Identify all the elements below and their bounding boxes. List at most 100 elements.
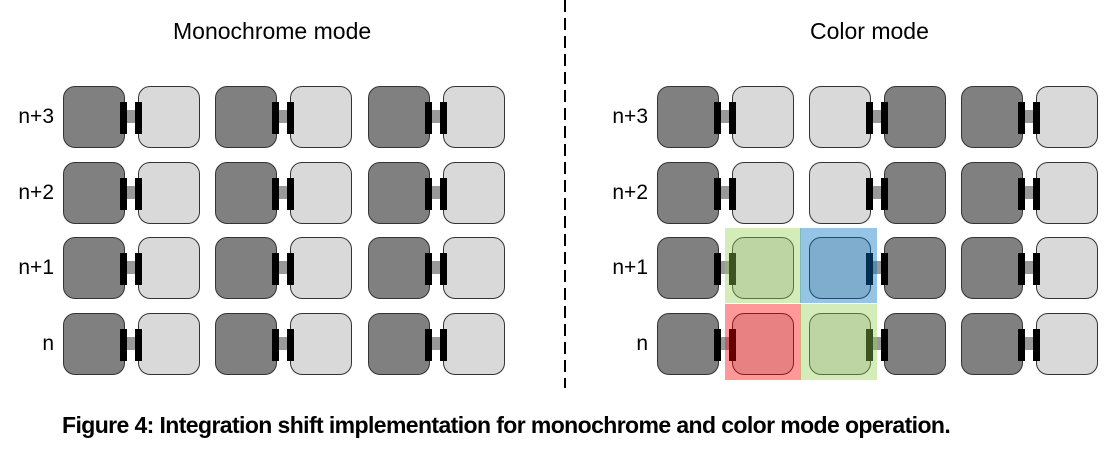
pixel-light	[1036, 162, 1098, 224]
pixel-light	[443, 162, 505, 224]
transfer-gate	[120, 329, 127, 361]
pixel-dark	[215, 313, 277, 375]
pixel-light	[809, 86, 871, 148]
transfer-gate	[440, 178, 447, 210]
transfer-gate	[135, 178, 142, 210]
transfer-gate	[866, 178, 873, 210]
color-filter-red	[725, 304, 801, 380]
pixel-light	[443, 86, 505, 148]
pixel-light	[732, 86, 794, 148]
pixel-dark	[368, 237, 430, 299]
transfer-gate	[729, 329, 736, 361]
color-panel-title: Color mode	[810, 18, 929, 44]
transfer-gate	[729, 102, 736, 134]
transfer-gate	[866, 102, 873, 134]
transfer-gate	[714, 329, 721, 361]
pixel-light	[138, 162, 200, 224]
row-label-mono: n+3	[18, 105, 54, 128]
pixel-dark	[884, 237, 946, 299]
pixel-dark	[657, 86, 719, 148]
transfer-gate	[1033, 102, 1040, 134]
transfer-gate	[866, 253, 873, 285]
pixel-light	[732, 237, 794, 299]
row-label-color: n	[636, 332, 648, 355]
pixel-dark	[63, 86, 125, 148]
transfer-gate	[272, 102, 279, 134]
transfer-gate	[714, 253, 721, 285]
pixel-light	[290, 86, 352, 148]
pixel-dark	[368, 162, 430, 224]
pixel-light	[443, 237, 505, 299]
panel-divider-dashed	[564, 0, 566, 388]
transfer-gate	[425, 178, 432, 210]
transfer-gate	[1033, 253, 1040, 285]
figure-caption: Figure 4: Integration shift implementati…	[62, 412, 951, 438]
transfer-gate	[881, 178, 888, 210]
row-label-color: n+2	[612, 181, 648, 204]
transfer-gate	[120, 253, 127, 285]
pixel-dark	[215, 162, 277, 224]
pixel-light	[138, 86, 200, 148]
pixel-light	[1036, 237, 1098, 299]
transfer-gate	[440, 329, 447, 361]
transfer-gate	[714, 102, 721, 134]
pixel-dark	[215, 86, 277, 148]
transfer-gate	[1018, 329, 1025, 361]
pixel-light	[809, 237, 871, 299]
transfer-gate	[120, 178, 127, 210]
color-filter-green	[800, 304, 877, 380]
transfer-gate	[425, 253, 432, 285]
pixel-dark	[657, 313, 719, 375]
row-label-color: n+1	[612, 256, 648, 279]
pixel-dark	[63, 237, 125, 299]
pixel-light	[138, 313, 200, 375]
pixel-light	[138, 237, 200, 299]
pixel-light	[290, 237, 352, 299]
transfer-gate	[287, 329, 294, 361]
pixel-light	[809, 162, 871, 224]
pixel-dark	[215, 237, 277, 299]
pixel-light	[809, 313, 871, 375]
row-label-mono: n	[42, 332, 54, 355]
pixel-light	[732, 313, 794, 375]
pixel-dark	[368, 86, 430, 148]
transfer-gate	[135, 329, 142, 361]
pixel-light	[290, 162, 352, 224]
pixel-light	[1036, 86, 1098, 148]
transfer-gate	[287, 253, 294, 285]
transfer-gate	[287, 102, 294, 134]
pixel-light	[443, 313, 505, 375]
pixel-dark	[657, 237, 719, 299]
transfer-gate	[272, 329, 279, 361]
color-filter-green	[725, 228, 801, 303]
transfer-gate	[120, 102, 127, 134]
row-label-mono: n+2	[18, 181, 54, 204]
pixel-dark	[63, 162, 125, 224]
transfer-gate	[1018, 253, 1025, 285]
transfer-gate	[287, 178, 294, 210]
transfer-gate	[881, 329, 888, 361]
pixel-dark	[884, 86, 946, 148]
transfer-gate	[1033, 178, 1040, 210]
transfer-gate	[440, 253, 447, 285]
row-label-mono: n+1	[18, 256, 54, 279]
pixel-light	[1036, 313, 1098, 375]
color-filter-blue	[800, 228, 877, 303]
transfer-gate	[425, 329, 432, 361]
transfer-gate	[272, 253, 279, 285]
pixel-light	[290, 313, 352, 375]
transfer-gate	[714, 178, 721, 210]
transfer-gate	[881, 102, 888, 134]
pixel-dark	[63, 313, 125, 375]
pixel-dark	[368, 313, 430, 375]
transfer-gate	[729, 178, 736, 210]
transfer-gate	[1033, 329, 1040, 361]
pixel-dark	[657, 162, 719, 224]
pixel-light	[732, 162, 794, 224]
transfer-gate	[135, 102, 142, 134]
transfer-gate	[272, 178, 279, 210]
transfer-gate	[729, 253, 736, 285]
row-label-color: n+3	[612, 105, 648, 128]
pixel-dark	[961, 237, 1023, 299]
